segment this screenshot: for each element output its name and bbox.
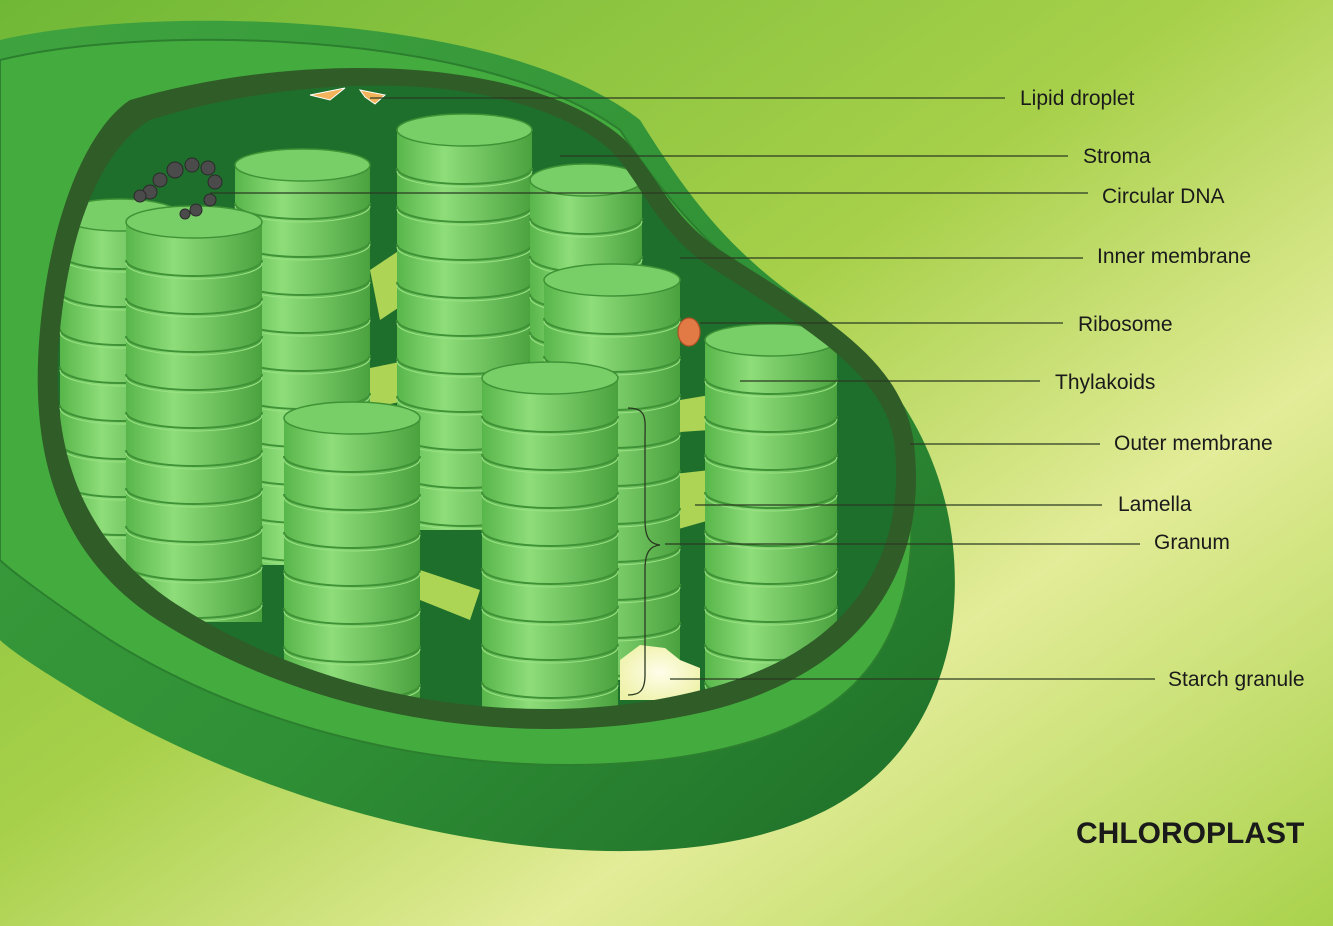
label-ribosome: Ribosome [1078, 313, 1173, 336]
label-starch-granule: Starch granule [1168, 668, 1305, 691]
label-lamella: Lamella [1118, 493, 1192, 516]
label-lipid-droplet: Lipid droplet [1020, 87, 1135, 110]
granum-stack [482, 362, 618, 718]
ribosome-shape [678, 318, 700, 346]
label-stroma: Stroma [1083, 145, 1151, 168]
label-circular-dna: Circular DNA [1102, 185, 1225, 208]
label-outer-membrane: Outer membrane [1114, 432, 1273, 455]
diagram-title: CHLOROPLAST [1076, 817, 1304, 850]
label-inner-membrane: Inner membrane [1097, 245, 1251, 268]
label-thylakoids: Thylakoids [1055, 371, 1155, 394]
granum-stack [126, 206, 262, 622]
label-granum: Granum [1154, 531, 1230, 554]
